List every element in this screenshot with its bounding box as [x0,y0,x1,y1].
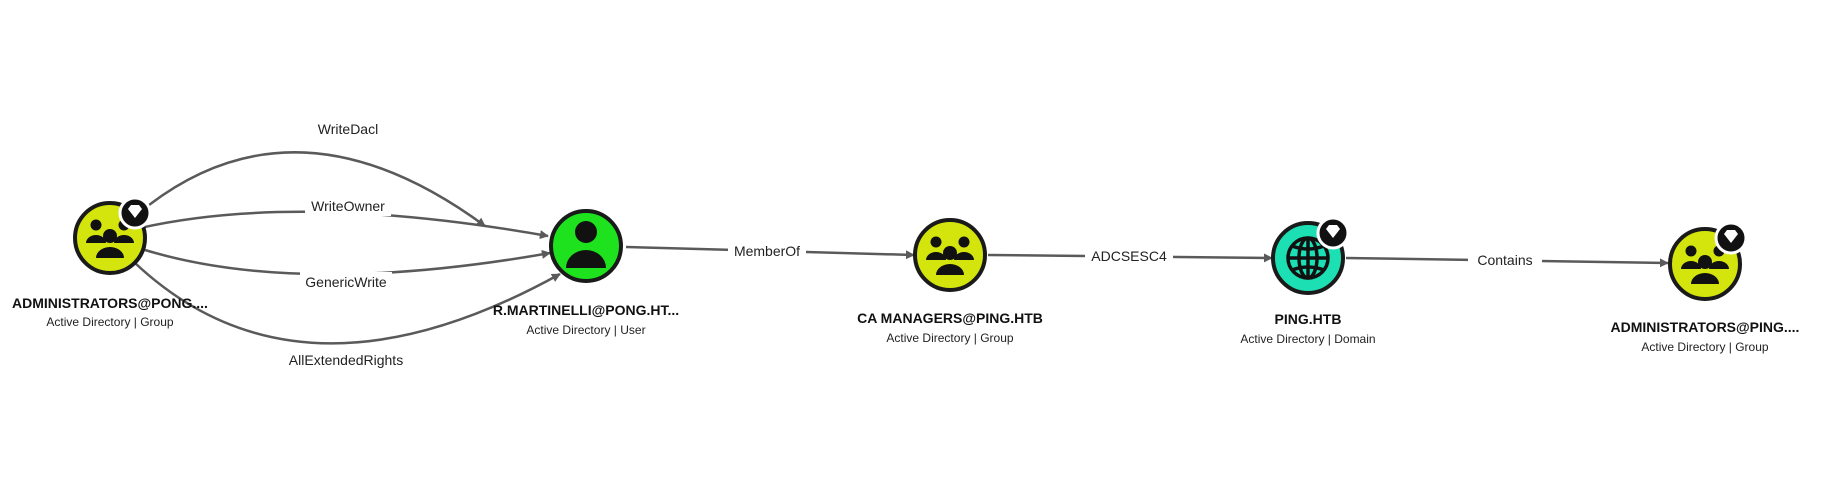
edge-writedacl[interactable]: WriteDacl [148,119,486,228]
edge-genericwrite[interactable]: GenericWrite [144,248,551,292]
tier-zero-badge-icon [118,196,152,230]
node-title: ADMINISTRATORS@PONG.... [12,295,208,311]
node-ping-htb[interactable]: PING.HTB Active Directory | Domain [1240,216,1376,346]
node-subtitle: Active Directory | Group [1641,340,1768,354]
globe-icon [1286,236,1330,280]
group-icon [926,236,974,275]
edge-contains[interactable]: Contains [1345,250,1669,270]
node-subtitle: Active Directory | Domain [1240,332,1375,346]
node-administrators-pong[interactable]: ADMINISTRATORS@PONG.... Active Directory… [12,196,208,329]
edge-label-writedacl: WriteDacl [318,121,378,137]
group-icon [86,219,134,258]
tier-zero-badge-icon [1714,221,1748,255]
group-icon [1681,245,1729,284]
edge-label-writeowner: WriteOwner [311,198,385,214]
edge-label-allextendedrights: AllExtendedRights [289,352,403,368]
node-ca-managers[interactable]: CA MANAGERS@PING.HTB Active Directory | … [857,218,1043,345]
node-title: R.MARTINELLI@PONG.HT... [493,302,679,318]
edge-label-memberof: MemberOf [734,243,800,259]
edges: WriteDacl WriteOwner GenericWrite AllExt… [134,119,1669,370]
edge-adcsesc4[interactable]: ADCSESC4 [987,246,1273,266]
edge-memberof[interactable]: MemberOf [625,241,915,261]
node-title: ADMINISTRATORS@PING.... [1611,319,1800,335]
node-title: CA MANAGERS@PING.HTB [857,310,1043,326]
edge-label-adcsesc4: ADCSESC4 [1091,248,1167,264]
node-subtitle: Active Directory | Group [886,331,1013,345]
user-icon [566,221,606,268]
node-r-martinelli[interactable]: R.MARTINELLI@PONG.HT... Active Directory… [493,209,679,337]
edge-label-genericwrite: GenericWrite [305,274,387,290]
edge-allextendedrights[interactable]: AllExtendedRights [134,262,561,370]
tier-zero-badge-icon [1316,216,1350,250]
node-subtitle: Active Directory | User [526,323,645,337]
node-subtitle: Active Directory | Group [46,315,173,329]
node-title: PING.HTB [1275,311,1342,327]
edge-writeowner[interactable]: WriteOwner [139,196,549,240]
edge-label-contains: Contains [1477,252,1532,268]
node-administrators-ping[interactable]: ADMINISTRATORS@PING.... Active Directory… [1611,221,1800,354]
